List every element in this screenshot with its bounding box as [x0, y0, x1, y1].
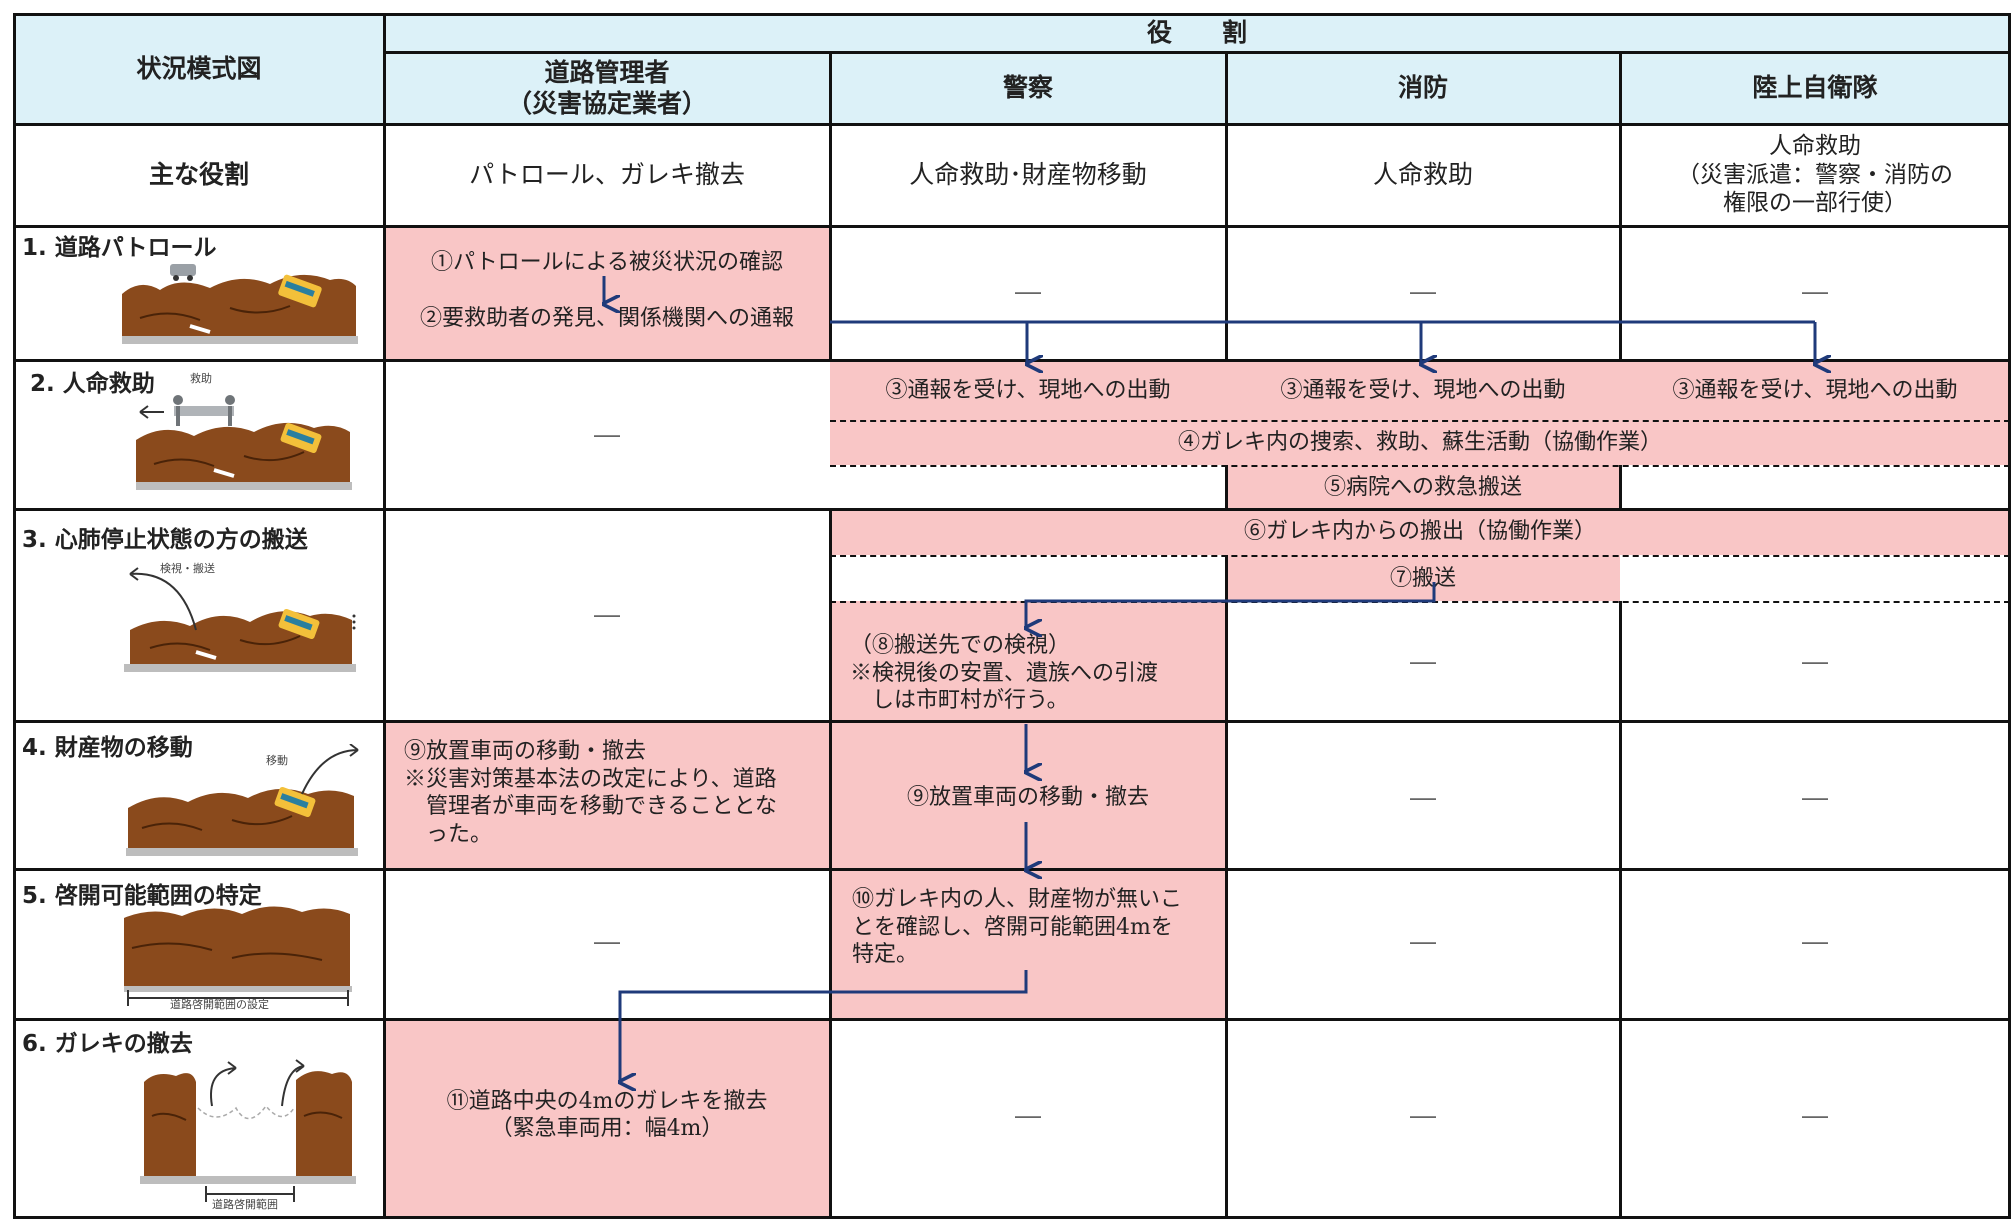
scene-patrol-illustration	[122, 264, 358, 344]
dash-r2-a	[830, 420, 2010, 422]
header-bg-roles	[384, 14, 2010, 124]
r5-police: ⑩ガレキ内の人、財産物が無いこ とを確認し、啓開可能範囲4mを 特定。	[852, 887, 1183, 967]
r2-sdf: ③通報を受け、現地への出動	[1672, 378, 1958, 404]
grid-h5	[14, 720, 2010, 723]
grid-v4	[1619, 51, 1622, 360]
cell-r5-police	[830, 869, 1226, 1019]
r3-joint: ⑥ガレキ内からの搬出（協働作業）	[1243, 519, 1596, 545]
header-roles: 役 割	[1146, 18, 1247, 48]
r2-fire-transport: ⑤病院への救急搬送	[1323, 475, 1522, 501]
header-police: 警察	[1002, 73, 1053, 103]
grid-h7	[14, 1018, 2010, 1021]
grid-v3c	[1225, 555, 1228, 1219]
row5-tag: 道路啓開範囲の設定	[170, 998, 269, 1011]
r3-fire-transport: ⑦搬送	[1389, 566, 1456, 592]
grid-v3	[1225, 51, 1228, 360]
row3-tag: 検視・搬送	[160, 562, 215, 575]
r6-police: ―	[1015, 1100, 1041, 1131]
scene-property-illustration	[126, 744, 359, 856]
header-diagram: 状況模式図	[136, 54, 262, 84]
row1-label: 1. 道路パトロール	[22, 235, 217, 261]
cell-r4-road	[384, 721, 830, 869]
r3-road: ―	[594, 599, 620, 630]
grid-v0	[13, 13, 16, 1219]
r1-sdf: ―	[1802, 276, 1828, 307]
r6-sdf: ―	[1802, 1100, 1828, 1131]
r3-sdf: ―	[1802, 646, 1828, 677]
cell-r2-police-fire-sdf	[830, 360, 2010, 465]
dash-r2-b	[830, 465, 2010, 467]
header-sdf: 陸上自衛隊	[1752, 73, 1878, 103]
row5-label: 5. 啓開可能範囲の特定	[22, 883, 262, 909]
main-role-fire: 人命救助	[1372, 160, 1473, 190]
cell-r3-fire-transport	[1226, 555, 1620, 601]
header-fire: 消防	[1397, 73, 1448, 103]
r4-fire: ―	[1410, 782, 1436, 813]
grid-v2	[829, 51, 832, 360]
grid-h6	[14, 868, 2010, 871]
grid-roles-sub	[384, 51, 2010, 54]
grid-v1	[383, 13, 386, 1219]
r2-fire: ③通報を受け、現地への出動	[1280, 378, 1566, 404]
scene-transport-illustration	[124, 567, 356, 672]
row6-tag: 道路啓開範囲	[212, 1198, 278, 1211]
grid-h2	[14, 225, 2010, 228]
r1-fire: ―	[1410, 276, 1436, 307]
grid-h3	[14, 359, 2010, 362]
dash-r3-a	[830, 555, 2010, 557]
r6-road: ⑪道路中央の4mのガレキを撤去 （緊急車両用：幅4m）	[446, 1088, 768, 1142]
grid-v4c	[1619, 601, 1622, 1219]
scene-rescue-illustration	[136, 395, 352, 490]
row3-label: 3. 心肺停止状態の方の搬送	[22, 527, 308, 553]
r4-sdf: ―	[1802, 782, 1828, 813]
cell-r4-police	[830, 721, 1226, 869]
r6-fire: ―	[1410, 1100, 1436, 1131]
r3-fire: ―	[1410, 646, 1436, 677]
row6-label: 6. ガレキの撤去	[22, 1031, 193, 1057]
r2-joint: ④ガレキ内の捜索、救助、蘇生活動（協働作業）	[1177, 430, 1662, 456]
arrow-police-to-road-r6	[620, 970, 1028, 1082]
header-road-admin: 道路管理者 （災害協定業者）	[506, 57, 707, 118]
cell-r6-road	[384, 1019, 830, 1218]
main-role-label: 主な役割	[148, 160, 249, 190]
row2-label: 2. 人命救助	[30, 371, 155, 397]
grid-v4b	[1619, 465, 1622, 509]
row4-label: 4. 財産物の移動	[22, 735, 193, 761]
main-role-road: パトロール、ガレキ撤去	[469, 160, 745, 190]
r2-police: ③通報を受け、現地への出動	[885, 378, 1171, 404]
r4-police: ⑨放置車両の移動・撤去	[906, 785, 1149, 811]
header-bg-diagram	[14, 14, 384, 124]
cell-r3-joint	[830, 509, 2010, 555]
main-role-police: 人命救助･財産物移動	[909, 160, 1147, 190]
row4-tag: 移動	[266, 754, 288, 767]
r1-police: ―	[1015, 276, 1041, 307]
r5-sdf: ―	[1802, 926, 1828, 957]
grid-h4	[14, 508, 2010, 511]
cell-r1-road	[384, 226, 830, 360]
grid-v2b	[829, 508, 832, 1219]
r1-road-step1: ①パトロールによる被災状況の確認	[430, 250, 783, 276]
r5-road: ―	[594, 926, 620, 957]
r5-fire: ―	[1410, 926, 1436, 957]
grid-bottom	[14, 1216, 2010, 1219]
r2-road: ―	[594, 419, 620, 450]
scene-debris-removal-illustration	[140, 1059, 356, 1202]
cell-r2-fire-transport	[1226, 465, 1620, 509]
main-role-sdf: 人命救助 （災害派遣：警察・消防の 権限の一部行使）	[1677, 132, 1953, 217]
scene-clearance-illustration	[124, 906, 352, 1006]
arrow-transport-to-police	[1026, 582, 1436, 628]
grid-v3b	[1225, 465, 1228, 509]
row2-tag: 救助	[190, 372, 212, 385]
grid-v5	[2008, 13, 2011, 1219]
grid-top	[14, 13, 2010, 16]
grid-h1	[14, 123, 2010, 126]
r3-police: （⑧搬送先での検視） ※検視後の安置、遺族への引渡 しは市町村が行う。	[850, 633, 1159, 713]
r4-road: ⑨放置車両の移動・撤去 ※災害対策基本法の改定により、道路 管理者が車両を移動で…	[404, 739, 777, 847]
